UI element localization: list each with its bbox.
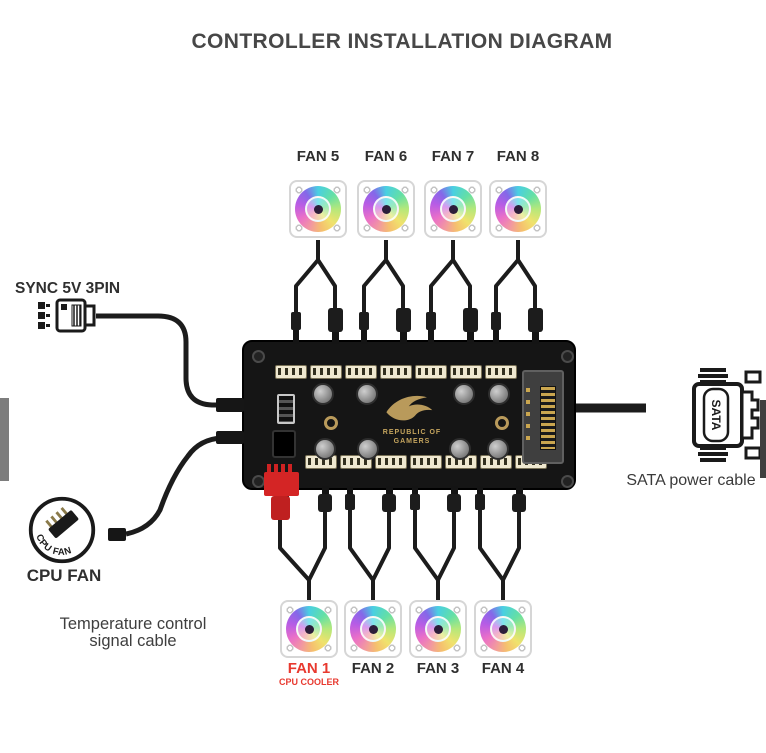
sata-power-cable-label: SATA power cable: [626, 472, 756, 489]
fan6-label: FAN 6: [364, 148, 408, 165]
sync-header: [277, 394, 295, 424]
fan-port: [275, 365, 307, 379]
fan4-rgb-fan: [474, 600, 532, 658]
fan5-label: FAN 5: [296, 148, 340, 165]
fan-hub-center: [513, 204, 523, 214]
bottom-fan-cables: [278, 510, 521, 600]
sync-cable: [96, 313, 220, 408]
fan-port: [310, 365, 342, 379]
left-cable-plugs: [108, 398, 244, 541]
temperature-signal-cable: [125, 435, 223, 537]
fan4-label: FAN 4: [481, 660, 525, 677]
fan-hub-center: [448, 204, 458, 214]
fan7-rgb-fan: [424, 180, 482, 238]
rog-logo-icon: [386, 395, 433, 421]
sata-power-connector-icon: SATA: [692, 368, 762, 462]
temperature-cable-note-line1: Temperature control: [59, 615, 207, 633]
fan-hub-center: [498, 624, 508, 634]
fan-hub-center: [381, 204, 391, 214]
fan1-sublabel: CPU COOLER: [278, 677, 339, 687]
fan-port: [485, 365, 517, 379]
top-fan-connectors: [291, 308, 543, 332]
fan1-rgb-fan: [280, 600, 338, 658]
capacitor: [357, 438, 379, 460]
fan-port: [375, 455, 407, 469]
fan-port: [480, 455, 512, 469]
fan-hub: [440, 196, 466, 222]
fan-hub-center: [304, 624, 314, 634]
fan1-label: FAN 1: [287, 660, 331, 677]
fan-port: [450, 365, 482, 379]
screw-hole: [561, 350, 574, 363]
diagram-title: CONTROLLER INSTALLATION DIAGRAM: [191, 30, 613, 53]
capacitor: [312, 383, 334, 405]
fan-hub-center: [368, 624, 378, 634]
cpu-fan-label: CPU FAN: [26, 566, 102, 585]
fan-port: [410, 455, 442, 469]
capacitor: [314, 438, 336, 460]
fan-port: [345, 365, 377, 379]
brand-text-gamers: GAMERS: [393, 438, 431, 445]
bottom-fan-connectors: [318, 494, 526, 512]
screw-hole: [252, 475, 265, 488]
brand-text-republic-of: REPUBLIC OF: [382, 429, 442, 436]
fan8-rgb-fan: [489, 180, 547, 238]
fan-port: [415, 365, 447, 379]
cpu-fan-header-glyph: [45, 507, 79, 538]
fan6-rgb-fan: [357, 180, 415, 238]
fan2-label: FAN 2: [351, 660, 395, 677]
fan-hub-center: [433, 624, 443, 634]
fan3-rgb-fan: [409, 600, 467, 658]
top-fan-cables: [294, 240, 537, 314]
capacitor: [449, 438, 471, 460]
fan-hub-center: [313, 204, 323, 214]
fan7-label: FAN 7: [431, 148, 475, 165]
fan2-rgb-fan: [344, 600, 402, 658]
sync-5v-3pin-label: SYNC 5V 3PIN: [15, 280, 121, 297]
capacitor: [488, 383, 510, 405]
capacitor: [356, 383, 378, 405]
fan3-label: FAN 3: [416, 660, 460, 677]
input-socket: [272, 430, 296, 458]
temperature-cable-note: Temperature control signal cable: [38, 616, 228, 650]
capacitor: [487, 438, 509, 460]
screw-hole: [561, 475, 574, 488]
fan-hub: [490, 616, 516, 642]
right-edge-artifact: [760, 400, 766, 478]
screw-hole: [252, 350, 265, 363]
fan-port: [380, 365, 412, 379]
solder-pads: [526, 388, 530, 444]
capacitor: [453, 383, 475, 405]
standoff-ring: [324, 416, 338, 430]
onboard-sata-pins: [540, 386, 556, 450]
cpu-fan-badge-icon: CPU FAN: [28, 496, 96, 564]
fan8-label: FAN 8: [496, 148, 540, 165]
rgb-controller-board: REPUBLIC OF GAMERS: [242, 340, 576, 490]
sync-3pin-connector-icon: [38, 298, 96, 333]
left-edge-artifact: [0, 398, 9, 481]
standoff-ring: [495, 416, 509, 430]
fan-port: [445, 455, 477, 469]
fan5-rgb-fan: [289, 180, 347, 238]
sata-plug-text: SATA: [709, 400, 723, 431]
temperature-cable-note-line2: signal cable: [89, 632, 177, 650]
